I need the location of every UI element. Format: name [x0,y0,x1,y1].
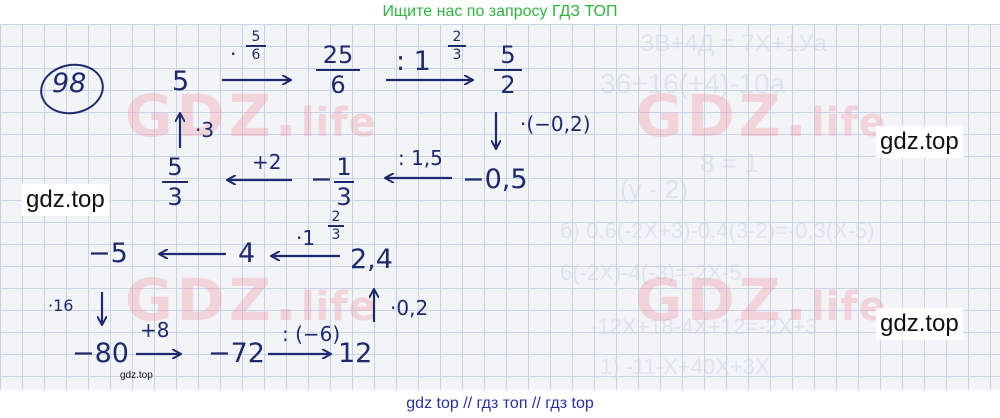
row1-value2-denominator: 6 [330,71,346,99]
fraction-bar [328,225,344,227]
row1-op2-fraction: 2 3 [448,30,466,62]
watermark-sub: life [810,284,887,330]
row3-left-value: −5 [88,238,128,269]
ghost-text: 36+16(+4)-10а [600,68,786,99]
watermark-main: GDZ. [125,82,301,150]
row2-left-denominator: 3 [167,183,183,211]
row4-op-div: : (−6) [282,322,341,346]
row4-left-value: −80 [72,338,129,369]
watermark: GDZ.life [125,266,377,334]
arrows-layer [0,24,1000,390]
ghost-text: -12Х+18-4Х+12=-2Х+3 [590,314,818,339]
row1-op2-numerator: 2 [452,29,462,45]
row1-value3: 5 2 [494,42,522,98]
watermark-main: GDZ. [635,82,811,150]
row2-left-numerator: 5 [167,153,183,181]
bottom-link-line[interactable]: gdz top // гдз топ // гдз top [406,395,594,412]
ghost-text: 8 = 1 [700,148,759,178]
row3-op-mul-numerator: 2 [331,209,341,225]
row4-op-add: +8 [140,318,170,342]
row3-right-value: 2,4 [350,244,393,275]
op-down-label: ·(−0,2) [520,112,591,136]
watermark: GDZ.life [635,82,887,150]
row3-op-mul-prefix: ·1 [296,226,316,250]
watermark-main: GDZ. [635,266,811,334]
row1-op2-prefix: : 1 [396,46,431,77]
row4-right-value: 12 [338,338,373,369]
problem-number: 98 [52,68,87,99]
watermark-sub: life [300,100,377,146]
watermark-sub: life [810,100,887,146]
row3-mid-value: 4 [238,238,256,269]
site-label-small: gdz.top [120,370,153,381]
row1-value3-denominator: 2 [500,71,516,99]
row2-mid-numerator: 1 [336,153,352,181]
row1-op1-fraction: 5 6 [246,30,266,62]
row2-mid-value: 1 3 [334,154,354,210]
ghost-text: (у - 2) [620,174,688,204]
watermark-main: GDZ. [125,266,301,334]
watermark: GDZ.life [125,82,377,150]
fraction-bar [162,181,188,183]
row1-start-value: 5 [172,66,190,97]
row2-op-add: +2 [252,150,282,174]
row2-left-value: 5 3 [162,154,188,210]
row1-op1-denominator: 6 [251,46,261,63]
fraction-bar [448,45,466,47]
row1-value3-numerator: 5 [500,41,516,69]
watermark: GDZ.life [635,266,887,334]
fraction-bar [334,181,354,183]
site-label-right-bottom: gdz.top [876,308,963,340]
row1-op1-prefix: · [230,42,237,66]
ghost-text: б) 0,6(-2Х+3)-0,4(3-2)=-0,3(Х-5) [560,218,875,243]
row3-op-mul-denominator: 3 [331,226,341,243]
row4-mid-value: −72 [208,338,265,369]
row2-minus: − [310,164,333,195]
fraction-bar [316,69,360,71]
row1-value2-numerator: 25 [322,41,354,69]
ghost-text: 1) -11-Х+40Х+3Х [600,354,770,379]
ghost-text: 6(-2Х)-4(-3)=-2Х-5 [560,260,742,285]
homework-page: ЗВ+4Д = 7Х+1Уа 36+16(+4)-10а 8 = 1 (у - … [0,24,1000,390]
row3-op-mul-fraction: 2 3 [328,210,344,242]
fraction-bar [494,69,522,71]
row1-op2-denominator: 3 [452,46,462,63]
site-label-left: gdz.top [22,184,109,216]
row1-op1-numerator: 5 [251,29,261,45]
row2-right-value: −0,5 [462,164,528,195]
ghost-text: ЗВ+4Д = 7Х+1Уа [640,30,827,57]
top-banner: Ищите нас по запросу ГДЗ ТОП [382,3,618,20]
row2-mid-denominator: 3 [336,183,352,211]
op-up2-label: ·0,2 [390,296,429,320]
op-down2-label: ·16 [48,296,74,315]
op-up-left-label: ·3 [195,118,215,142]
row1-value2: 25 6 [316,42,360,98]
site-label-right-top: gdz.top [876,126,963,158]
row2-op-div: : 1,5 [398,146,443,170]
watermark-sub: life [300,284,377,330]
fraction-bar [246,45,266,47]
